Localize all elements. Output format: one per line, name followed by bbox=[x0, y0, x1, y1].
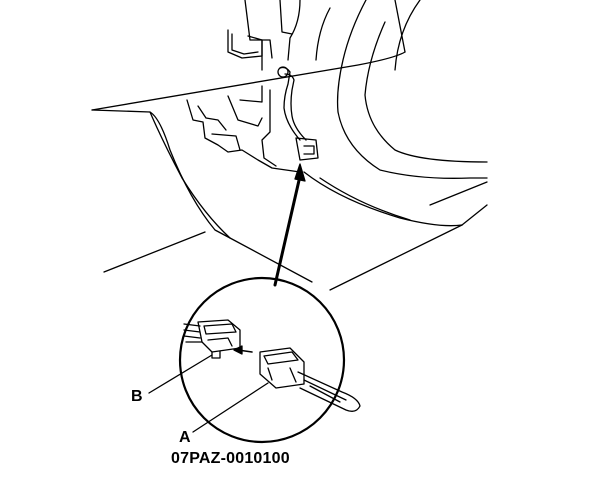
leader-lines bbox=[148, 354, 269, 433]
detail-view-circle bbox=[178, 276, 346, 444]
sensor-connector bbox=[259, 347, 361, 412]
figure-code: 07PAZ-0010100 bbox=[171, 450, 290, 467]
location-arrow bbox=[273, 163, 306, 287]
lower-panel-outline bbox=[91, 85, 488, 291]
harness-connector bbox=[183, 319, 241, 359]
callout-label-b: B bbox=[131, 388, 143, 405]
mating-arrow bbox=[233, 345, 253, 355]
harness-in-vehicle bbox=[277, 66, 319, 161]
body-panel-outline bbox=[91, 0, 488, 179]
callout-label-a: A bbox=[179, 429, 191, 446]
